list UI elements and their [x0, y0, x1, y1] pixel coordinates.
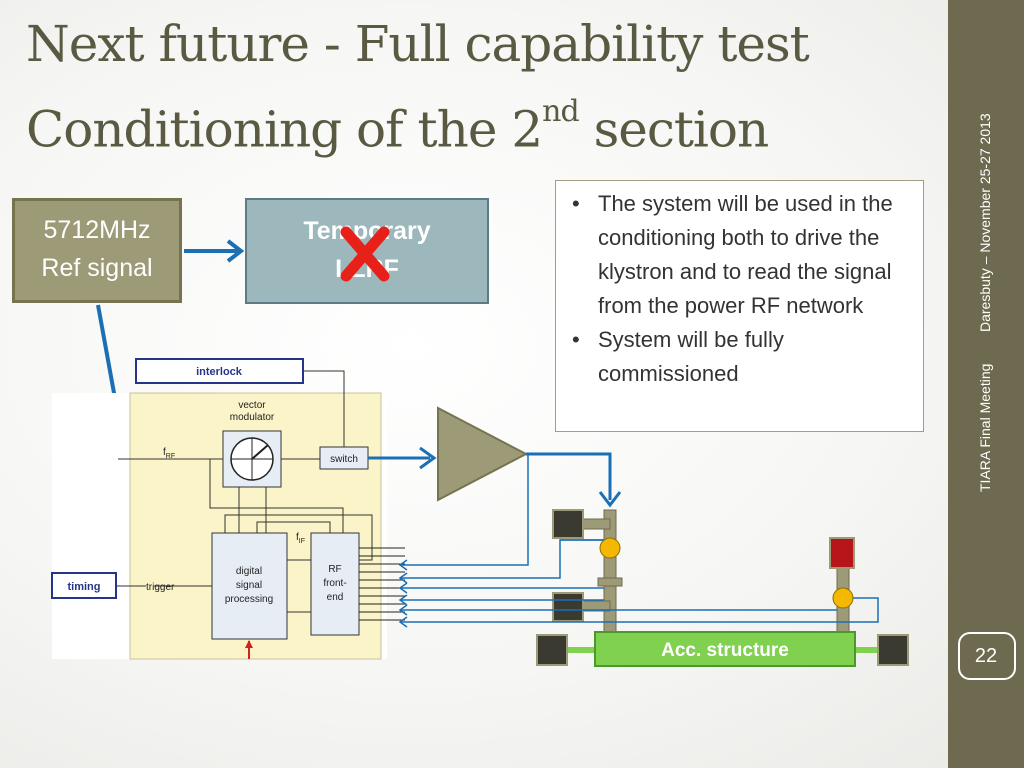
title-line-2: Conditioning of the 2nd section — [26, 94, 769, 159]
pickup-icon — [832, 587, 854, 609]
ref-signal-box: 5712MHz Ref signal — [12, 198, 182, 303]
pickup-icon — [599, 537, 621, 559]
timing-box — [51, 572, 117, 599]
fif-label: fIF — [296, 532, 305, 545]
ref-signal-frequency: 5712MHz — [43, 216, 151, 244]
rffe-label-1: RF — [328, 564, 341, 575]
cross-icon — [340, 226, 390, 282]
acc-structure-box — [594, 631, 856, 667]
dsp-box — [211, 532, 288, 640]
rffe-label-3: end — [327, 592, 344, 603]
arrow-ref-to-llrf — [184, 239, 245, 263]
rffe-label-2: front- — [323, 578, 346, 589]
acc-structure-label: Acc. structure — [661, 640, 789, 661]
timing-label: timing — [68, 581, 101, 593]
load-icon — [536, 634, 568, 666]
feedback-lines — [400, 455, 879, 623]
llrf-schematic: interlock vector modulator fRF switch di… — [51, 358, 437, 660]
interlock-label: interlock — [196, 366, 243, 378]
diagram-canvas: interlock vector modulator fRF switch di… — [51, 226, 909, 667]
bullet-box: The system will be used in the condition… — [555, 180, 924, 432]
rf-network: Acc. structure — [536, 509, 909, 667]
load-icon — [552, 509, 584, 539]
load-icon — [552, 592, 584, 622]
dsp-label-3: processing — [225, 594, 273, 605]
trigger-label: trigger — [146, 582, 175, 593]
page-number-frame — [958, 632, 1016, 680]
feedback-arrowheads — [398, 559, 408, 628]
sidebar-date-text: Daresbuty – November 25-27 2013 — [977, 113, 993, 332]
slide-title: Next future - Full capability test Condi… — [26, 6, 810, 168]
sidebar-footer-text: TIARA Final Meeting — [977, 364, 993, 492]
dsp-label-1: digital — [236, 566, 262, 577]
rf-front-end-box — [310, 532, 360, 636]
page-number: 22 — [974, 645, 998, 667]
vm-label-2: modulator — [230, 412, 275, 423]
title-line-1: Next future - Full capability test — [26, 15, 810, 73]
vm-label-1: vector — [238, 400, 266, 411]
bullet-item-1: The system will be used in the condition… — [572, 187, 913, 323]
bullet-item-2: System will be fully commissioned — [572, 323, 913, 391]
ref-signal-label: Ref signal — [41, 254, 153, 282]
klystron-amplifier-icon — [437, 406, 529, 502]
amp-output-line — [526, 452, 612, 500]
dsp-label-2: signal — [236, 580, 262, 591]
frf-label: fRF — [163, 447, 175, 460]
llrf-line-1: Temporary — [303, 217, 431, 245]
load-icon — [829, 537, 855, 569]
load-icon — [877, 634, 909, 666]
sidebar-vertical-text: TIARA Final Meeting Daresbuty – November… — [977, 113, 993, 492]
title-superscript: nd — [542, 94, 580, 129]
switch-label: switch — [330, 454, 358, 465]
bullet-list: The system will be used in the condition… — [572, 187, 913, 391]
interlock-box — [135, 358, 304, 384]
